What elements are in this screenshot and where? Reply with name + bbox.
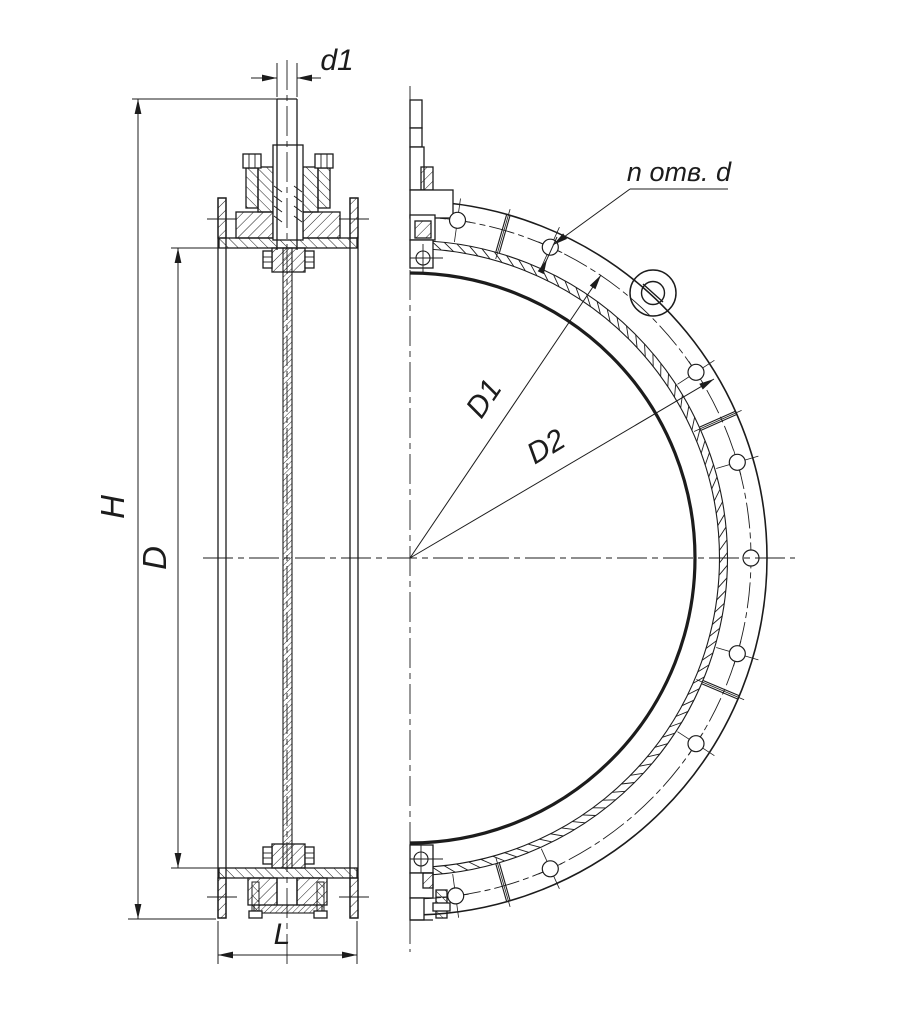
shaft-sleeve <box>272 144 304 241</box>
top-shaft-boss-front <box>409 99 454 272</box>
dimension-arrowheads <box>134 74 714 959</box>
dim-line-D2 <box>409 378 715 559</box>
flange-segment-joints <box>495 208 745 908</box>
dim-label-d1: d1 <box>320 44 353 77</box>
dim-label-L: L <box>274 918 291 951</box>
packing-chevrons <box>273 185 303 223</box>
bottom-cover-plate <box>253 904 323 914</box>
bottom-bearing-assembly <box>247 877 328 919</box>
side-section-view <box>207 98 369 919</box>
dim-label-D: D <box>136 546 173 570</box>
holes-note-label: n отв. d <box>627 157 732 187</box>
lifting-lug-icon <box>629 269 677 317</box>
dim-label-H: H <box>94 495 131 519</box>
stud-bolt-heads <box>242 153 334 169</box>
disc-edge-arc <box>409 271 697 845</box>
dim-line-D1 <box>409 274 602 559</box>
top-gland-assembly <box>235 144 341 241</box>
seat-band-hatch <box>431 240 728 875</box>
dim-label-D1: D1 <box>460 374 509 424</box>
bottom-shaft-boss-front <box>409 844 451 921</box>
dimensions <box>128 63 728 964</box>
dim-label-D2: D2 <box>521 423 571 471</box>
center-lines <box>203 60 795 968</box>
front-half-view <box>409 99 768 921</box>
flange-bolt-holes <box>442 198 760 918</box>
holes-leader <box>542 188 728 269</box>
